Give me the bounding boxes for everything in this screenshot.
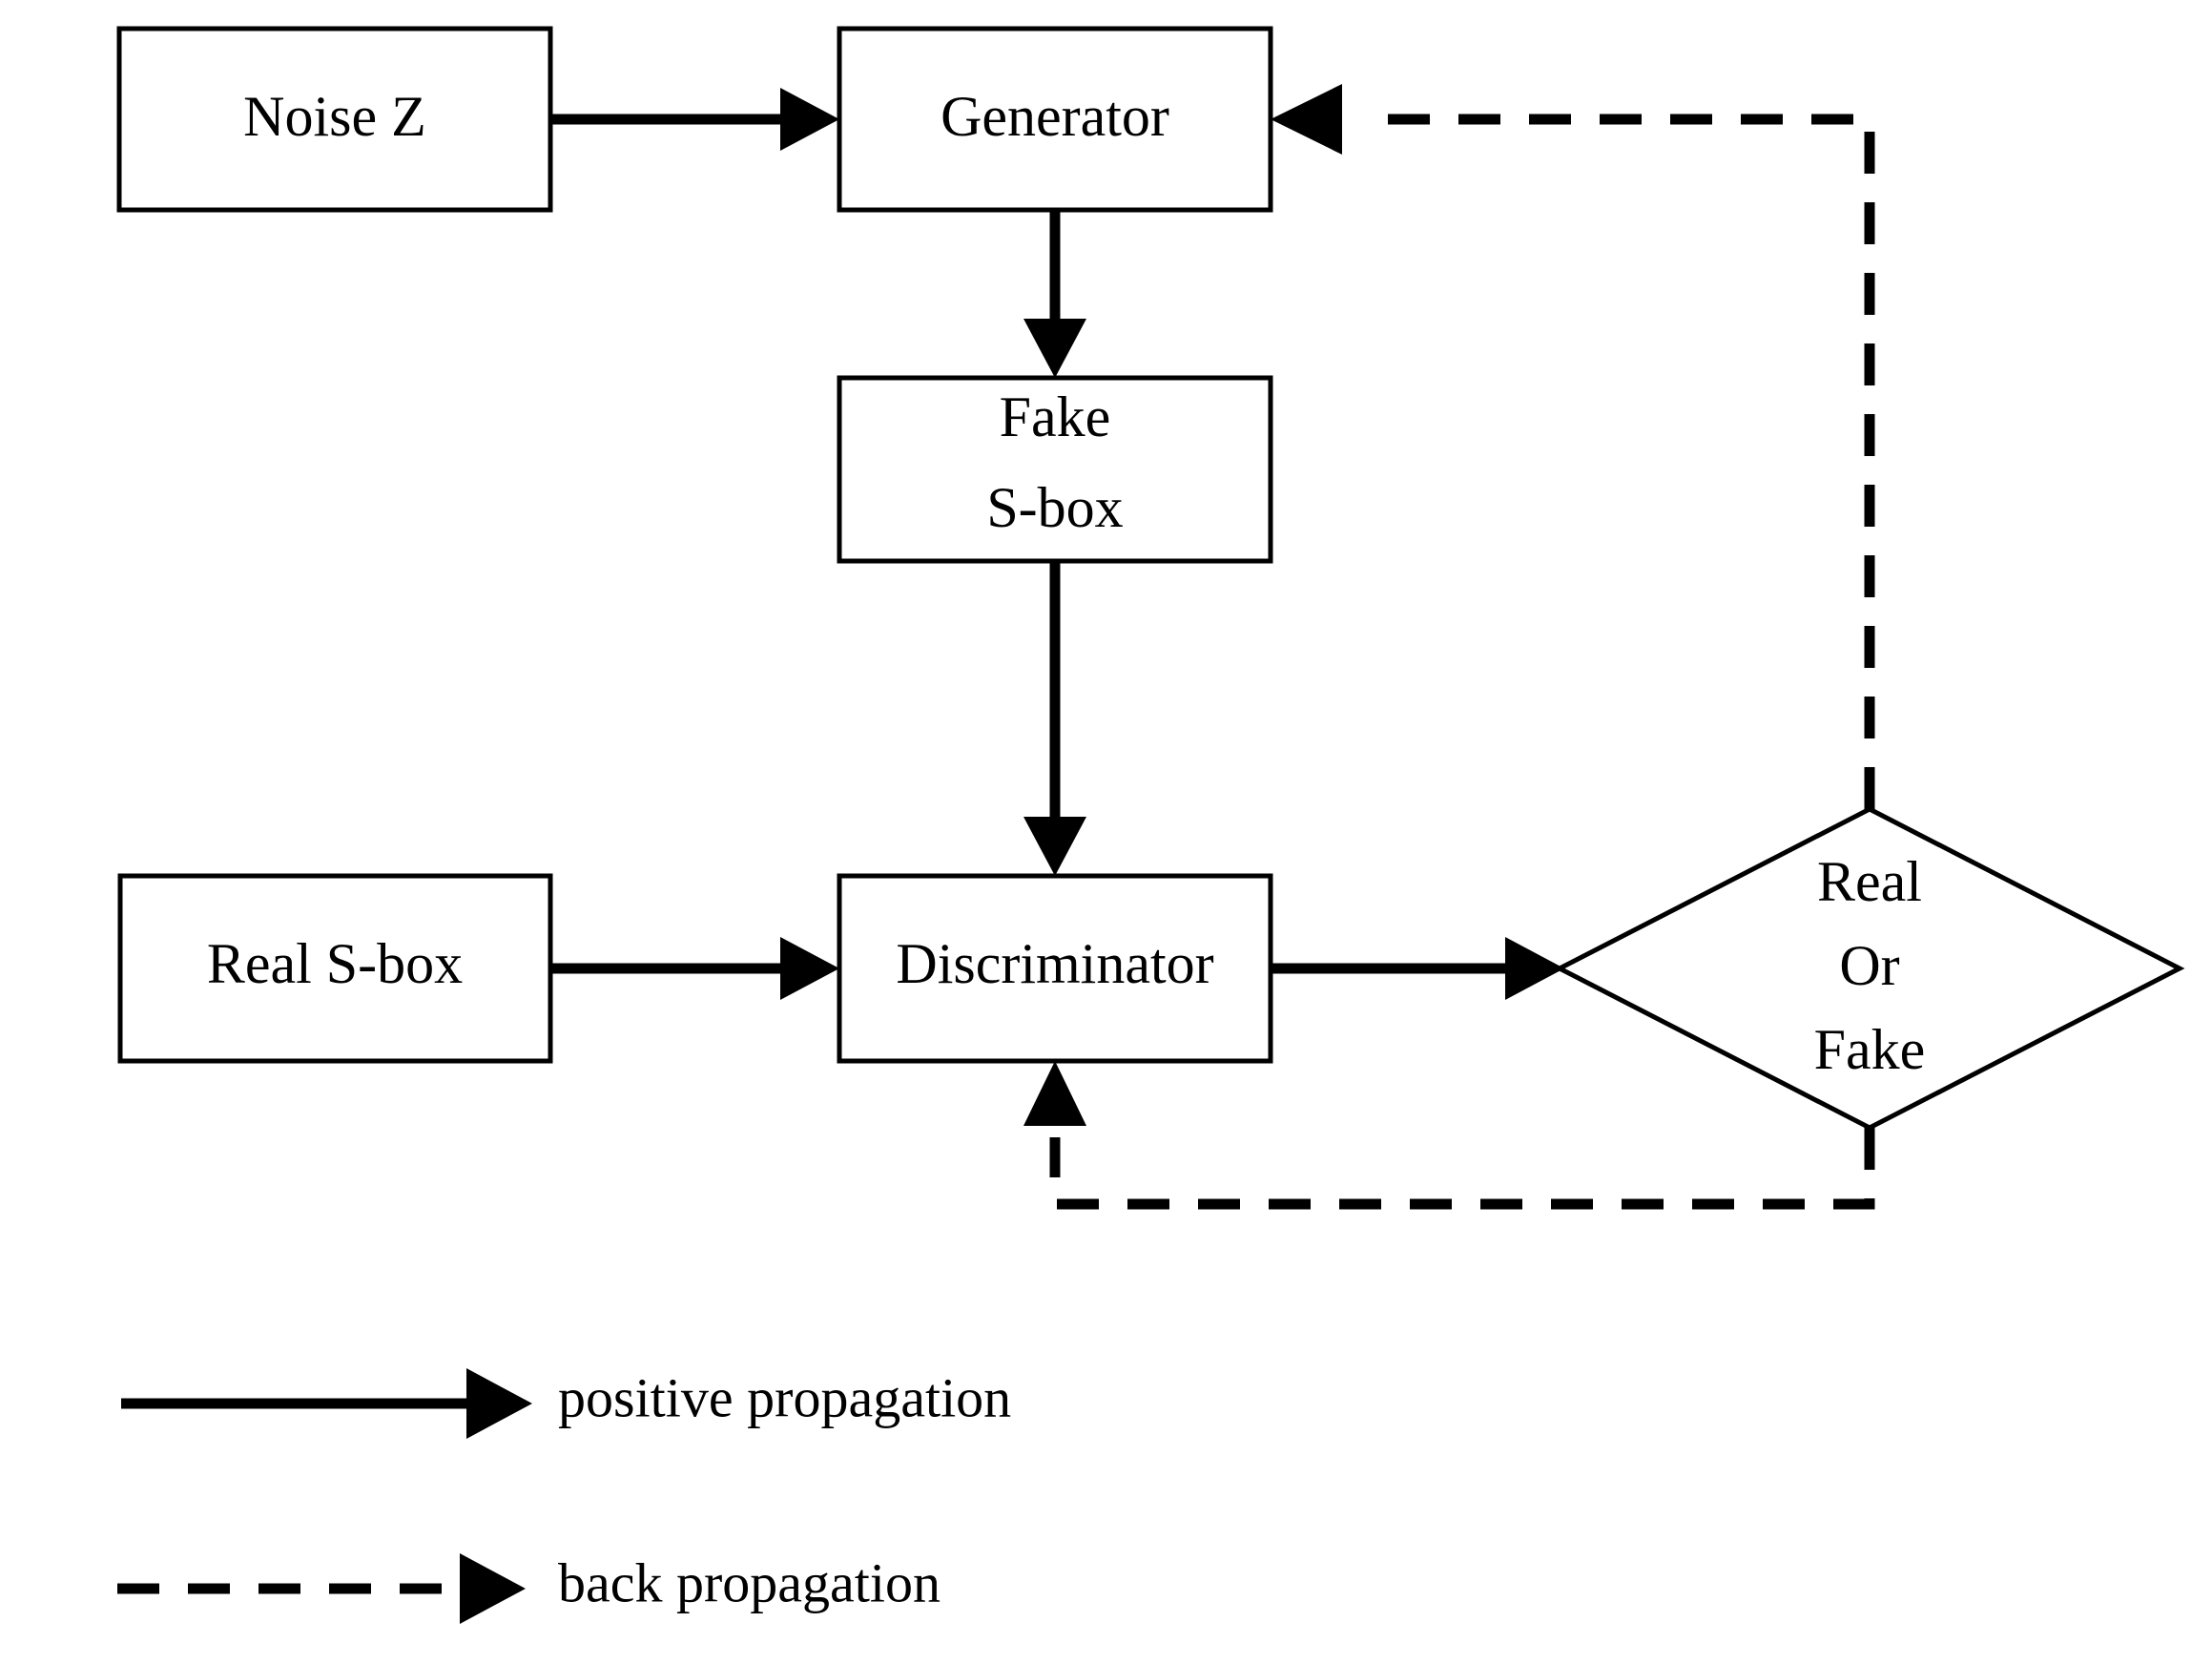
edge-real-sbox-to-discriminator <box>550 937 839 1000</box>
node-discriminator-label: Discriminator <box>896 932 1213 995</box>
edge-fake-sbox-to-discriminator <box>1023 561 1086 876</box>
edge-noise-to-generator <box>550 88 839 151</box>
edge-discriminator-to-decision <box>1271 937 1564 1000</box>
arrow-head-icon <box>1023 817 1086 876</box>
node-fake-sbox-label-line1: Fake <box>1000 385 1111 448</box>
node-generator[interactable]: Generator <box>837 26 1273 213</box>
node-decision-diamond <box>1554 806 2185 1131</box>
node-generator-label: Generator <box>941 85 1169 148</box>
node-fake-sbox-box <box>837 375 1273 564</box>
arrow-head-icon <box>780 937 839 1000</box>
legend: positive propagation back propagation <box>117 1366 1011 1624</box>
node-decision-real-or-fake[interactable]: Real Or Fake <box>1554 806 2185 1131</box>
node-discriminator-box <box>837 873 1273 1064</box>
legend-item-positive-propagation: positive propagation <box>121 1366 1011 1439</box>
node-noise-z-label: Noise Z <box>243 85 426 148</box>
legend-label-positive-propagation: positive propagation <box>558 1366 1011 1428</box>
node-fake-sbox[interactable]: Fake S-box <box>837 375 1273 564</box>
arrow-head-icon <box>1271 84 1342 155</box>
edge-decision-to-generator-backprop <box>1271 84 1875 809</box>
arrow-head-icon <box>1023 319 1086 378</box>
legend-item-back-propagation: back propagation <box>117 1551 941 1624</box>
legend-label-back-propagation: back propagation <box>558 1551 941 1613</box>
edge-generator-to-fake-sbox <box>1023 210 1086 378</box>
node-generator-box <box>837 26 1273 213</box>
node-fake-sbox-label-line2: S-box <box>986 476 1123 539</box>
edge-decision-to-discriminator-backprop <box>1023 1061 1875 1210</box>
node-decision-label-line2: Or <box>1839 934 1899 997</box>
node-noise-z-box <box>116 26 553 213</box>
arrow-head-icon <box>1023 1061 1086 1126</box>
arrow-head-icon <box>466 1368 532 1439</box>
node-decision-label-line1: Real <box>1817 850 1922 913</box>
node-real-sbox-label: Real S-box <box>207 932 463 995</box>
arrow-head-icon <box>460 1553 526 1624</box>
node-decision-label-line3: Fake <box>1814 1018 1926 1081</box>
node-discriminator[interactable]: Discriminator <box>837 873 1273 1064</box>
node-real-sbox[interactable]: Real S-box <box>117 873 553 1064</box>
node-noise-z[interactable]: Noise Z <box>116 26 553 213</box>
node-real-sbox-box <box>117 873 553 1064</box>
arrow-head-icon <box>1505 937 1564 1000</box>
arrow-head-icon <box>780 88 839 151</box>
